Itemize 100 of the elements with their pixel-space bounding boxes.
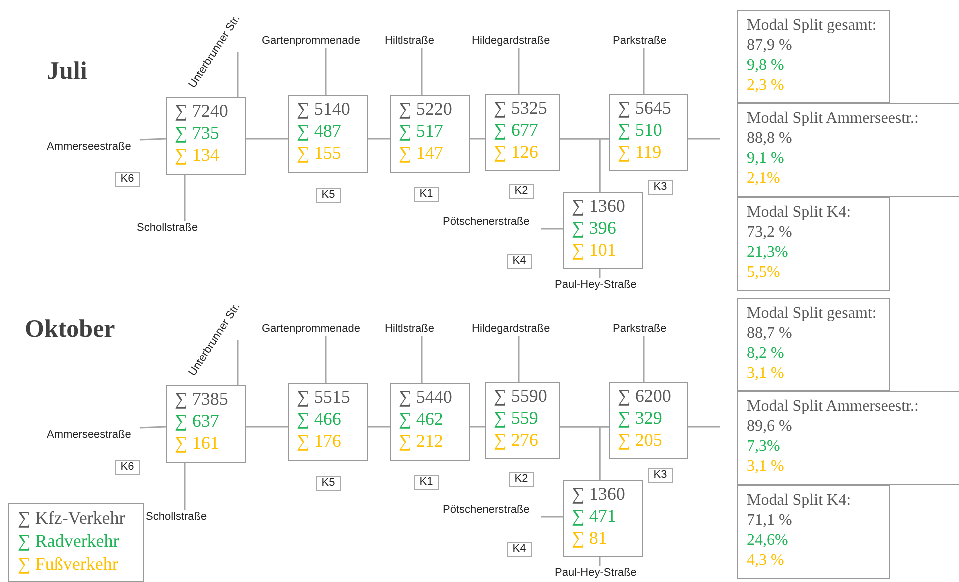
count-value: ∑ 487 — [297, 120, 342, 142]
street-line — [541, 228, 563, 230]
street-name: Paul-Hey-Straße — [555, 566, 645, 580]
count-value: ∑ 559 — [494, 407, 540, 429]
street-line — [140, 138, 166, 141]
junction-label: K4 — [507, 542, 532, 557]
count-value: ∑ 1360 — [572, 483, 626, 505]
count-value: ∑ 5140 — [297, 98, 352, 120]
street-line — [325, 48, 327, 95]
street-line — [368, 138, 390, 140]
street-name: Hiltlstraße — [385, 34, 439, 48]
count-box — [563, 480, 643, 557]
percentage-value: 89,6 % — [747, 417, 794, 437]
percentage-value: 8,2 % — [747, 344, 786, 364]
junction-label: K2 — [509, 472, 534, 487]
street-name: Gartenprommenade — [262, 34, 368, 48]
street-line — [688, 138, 720, 140]
street-line — [421, 48, 423, 95]
junction-label: K4 — [507, 254, 532, 269]
street-line — [237, 52, 239, 97]
count-value: ∑ 161 — [175, 432, 220, 454]
count-value: ∑ 510 — [618, 119, 664, 141]
count-value: ∑ 81 — [572, 527, 608, 549]
count-value: ∑ 7240 — [175, 100, 230, 122]
modal-split-box — [737, 485, 890, 579]
percentage-value: 21,3% — [747, 243, 790, 263]
box-heading: Modal Split K4: — [747, 491, 852, 511]
street-line — [421, 336, 423, 383]
street-line — [643, 48, 645, 94]
percentage-value: 73,2 % — [747, 223, 794, 243]
count-value: ∑ 5515 — [297, 386, 352, 408]
street-line — [184, 463, 186, 510]
street-name: Paul-Hey-Straße — [555, 278, 645, 292]
percentage-value: 4,3 % — [747, 551, 786, 571]
street-line — [643, 336, 645, 382]
street-name: Parkstraße — [613, 322, 673, 336]
count-box — [166, 385, 246, 463]
junction-label: K5 — [316, 188, 341, 203]
street-line — [140, 426, 166, 429]
count-value: ∑ 101 — [572, 239, 618, 261]
count-box — [563, 192, 643, 269]
count-box — [390, 383, 470, 461]
street-line — [470, 426, 485, 428]
count-value: ∑ 396 — [572, 217, 618, 239]
street-name: Hildegardstraße — [472, 322, 558, 336]
street-name: Hiltlstraße — [385, 322, 439, 336]
street-line — [599, 269, 601, 278]
percentage-value: 3,1 % — [747, 457, 786, 477]
count-value: ∑ 637 — [175, 410, 220, 432]
junction-label: K2 — [509, 184, 534, 199]
count-box — [166, 97, 246, 175]
street-line — [541, 516, 563, 518]
street-line — [518, 48, 520, 94]
modal-split-box — [737, 298, 890, 391]
street-line — [246, 138, 288, 140]
count-value: ∑ 517 — [399, 120, 444, 142]
count-box — [609, 94, 688, 171]
count-value: ∑ 134 — [175, 144, 220, 166]
box-heading: Modal Split Ammerseestr.: — [747, 397, 920, 417]
count-value: ∑ 462 — [399, 408, 444, 430]
street-line — [368, 426, 390, 428]
percentage-value: 24,6% — [747, 531, 790, 551]
box-heading: Modal Split Ammerseestr.: — [747, 109, 920, 129]
panel-heading: Juli — [47, 58, 88, 86]
count-box — [485, 382, 560, 459]
count-value: ∑ 471 — [572, 505, 618, 527]
percentage-value: 2,3 % — [747, 76, 786, 96]
junction-label: K1 — [414, 475, 439, 490]
count-value: ∑ 5645 — [618, 97, 672, 119]
count-value: ∑ 212 — [399, 430, 444, 452]
box-heading: Modal Split K4: — [747, 203, 852, 223]
count-box — [288, 383, 368, 461]
percentage-value: 88,8 % — [747, 129, 794, 149]
count-value: ∑ 5220 — [399, 98, 454, 120]
modal-split-box — [737, 10, 890, 103]
junction-label: K5 — [316, 476, 341, 491]
count-value: ∑ 735 — [175, 122, 220, 144]
street-name: Ammerseestraße — [47, 140, 140, 154]
junction-label: K6 — [115, 172, 140, 187]
street-name: Schollstraße — [146, 510, 222, 524]
percentage-value: 2,1% — [747, 169, 782, 189]
count-value: ∑ 176 — [297, 430, 342, 452]
modal-split-box — [737, 103, 959, 197]
count-value: ∑ 147 — [399, 142, 444, 164]
panel-heading: Oktober — [25, 316, 116, 344]
count-value: ∑ 276 — [494, 429, 540, 451]
count-value: ∑ 5440 — [399, 386, 454, 408]
count-value: ∑ 6200 — [618, 385, 672, 407]
street-line — [599, 426, 609, 480]
count-value: ∑ 5325 — [494, 97, 548, 119]
count-value: ∑ 119 — [618, 141, 663, 163]
street-line — [246, 426, 288, 428]
count-box — [485, 94, 560, 171]
junction-label: K3 — [648, 468, 673, 483]
street-name: Pötschenerstraße — [443, 503, 541, 517]
count-value: ∑ 677 — [494, 119, 540, 141]
street-line — [470, 138, 485, 140]
count-value: ∑ 5590 — [494, 385, 548, 407]
box-heading: Modal Split gesamt: — [747, 16, 878, 36]
legend-entry: ∑ Fußverkehr — [18, 553, 120, 576]
